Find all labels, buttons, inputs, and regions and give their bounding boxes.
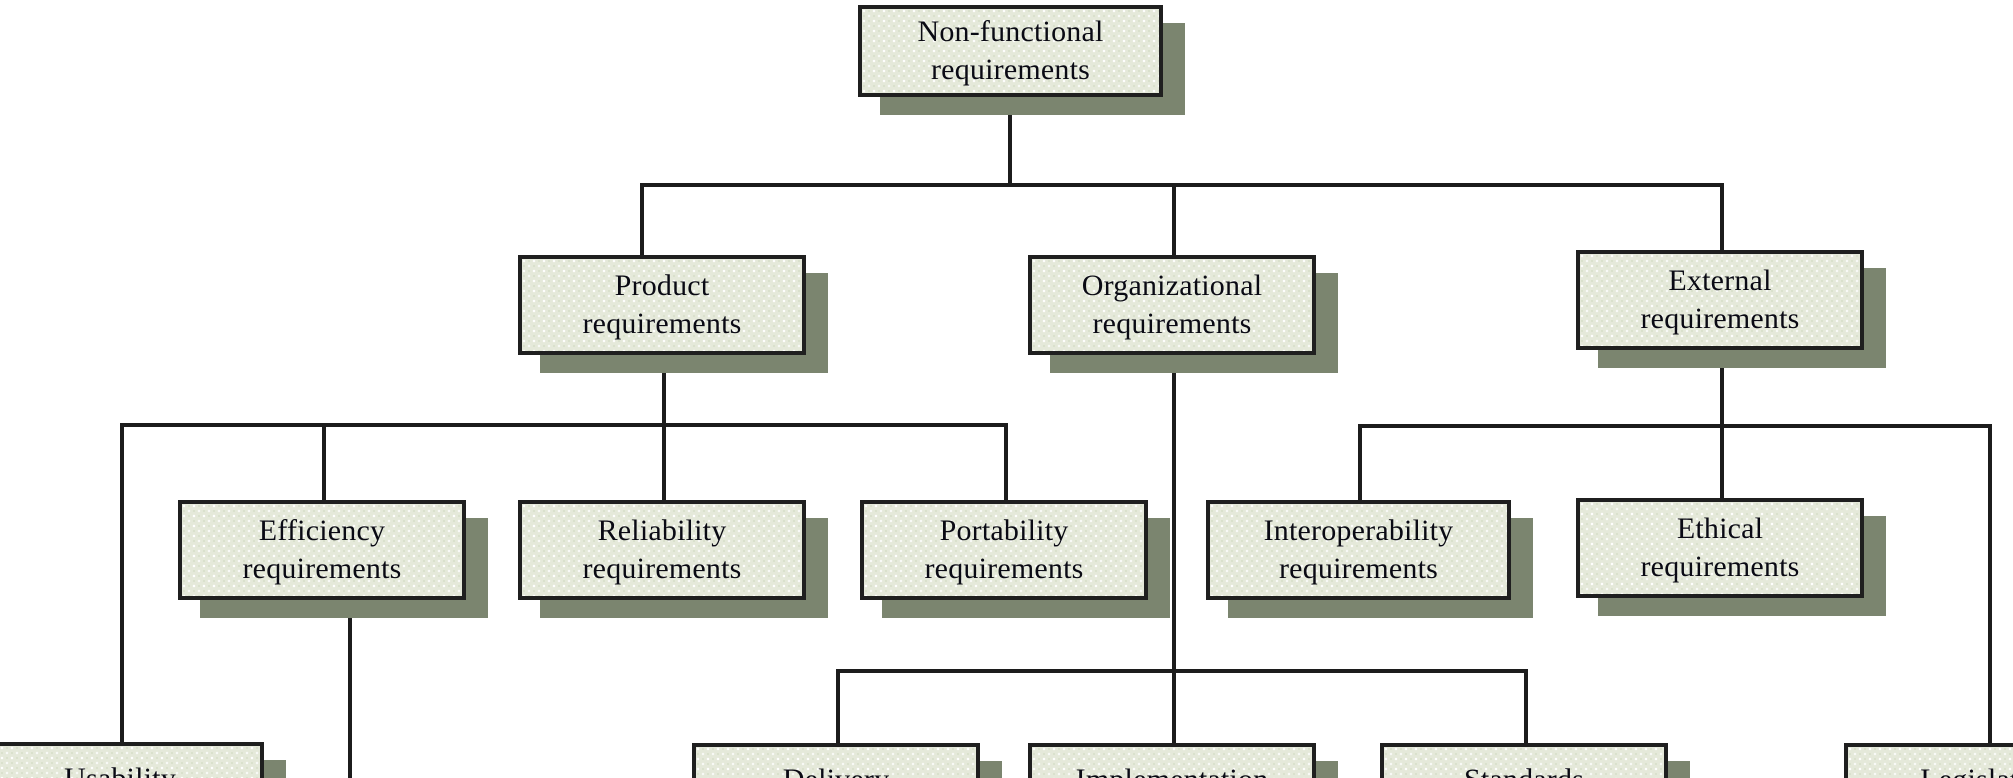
node-label-line1: Legislative bbox=[1920, 761, 2013, 778]
node-label-line1: Usability bbox=[64, 760, 176, 778]
node-label-line1: Delivery bbox=[783, 761, 890, 778]
node-box: Product requirements bbox=[518, 255, 806, 355]
node-label-line1: Reliability bbox=[597, 513, 727, 547]
node-label-line2: requirements bbox=[1640, 550, 1800, 583]
node-box: Ethical requirements bbox=[1576, 498, 1864, 598]
node-label-line2: requirements bbox=[582, 307, 742, 340]
node-label-line2: requirements bbox=[1640, 302, 1800, 335]
node-label-line1: Non-functional bbox=[917, 14, 1104, 48]
edge-external-to-interoperability bbox=[1358, 424, 1362, 501]
node-box: Efficiency requirements bbox=[178, 500, 466, 600]
node-organizational-requirements[interactable]: Organizational requirements bbox=[1028, 255, 1338, 373]
edge-product-stem bbox=[662, 355, 666, 425]
node-label-line2: requirements bbox=[242, 552, 402, 585]
node-ethical-requirements[interactable]: Ethical requirements bbox=[1576, 498, 1886, 616]
node-non-functional-requirements[interactable]: Non-functional requirements bbox=[858, 5, 1185, 115]
edge-product-to-reliability bbox=[662, 423, 666, 501]
edge-external-to-legislative bbox=[1988, 424, 1992, 743]
node-efficiency-requirements[interactable]: Efficiency requirements bbox=[178, 500, 488, 618]
node-label-line1: Interoperability bbox=[1263, 513, 1454, 547]
node-usability[interactable]: Usability bbox=[0, 742, 286, 778]
node-box: Portability requirements bbox=[860, 500, 1148, 600]
node-box: Non-functional requirements bbox=[858, 5, 1163, 97]
node-label-line1: Implementation bbox=[1076, 761, 1269, 778]
edge-external-to-ethical bbox=[1720, 424, 1724, 501]
node-box: Implementation bbox=[1028, 743, 1316, 778]
node-box: External requirements bbox=[1576, 250, 1864, 350]
edge-product-to-usability bbox=[120, 423, 124, 743]
node-label-line1: Ethical bbox=[1676, 511, 1764, 545]
node-standards[interactable]: Standards bbox=[1380, 743, 1690, 778]
node-label-line1: Efficiency bbox=[258, 513, 386, 547]
node-label-line2: requirements bbox=[1278, 552, 1438, 585]
edge-root-bus bbox=[640, 183, 1724, 187]
node-box: Organizational requirements bbox=[1028, 255, 1316, 355]
node-implementation[interactable]: Implementation bbox=[1028, 743, 1338, 778]
edge-root-stem bbox=[1008, 95, 1012, 185]
node-label-line1: Organizational bbox=[1081, 268, 1263, 302]
node-label-line1: Standards bbox=[1464, 761, 1584, 778]
node-reliability-requirements[interactable]: Reliability requirements bbox=[518, 500, 828, 618]
edge-organizational-bus bbox=[836, 669, 1526, 673]
node-label-line2: requirements bbox=[582, 552, 742, 585]
node-label-line1: Portability bbox=[939, 513, 1069, 547]
node-portability-requirements[interactable]: Portability requirements bbox=[860, 500, 1170, 618]
node-label-line1: External bbox=[1668, 263, 1772, 297]
edge-root-to-organizational bbox=[1172, 183, 1176, 257]
node-external-requirements[interactable]: External requirements bbox=[1576, 250, 1886, 368]
node-label-line1: Product bbox=[614, 268, 710, 302]
node-label-line2: requirements bbox=[924, 552, 1084, 585]
edge-root-to-external bbox=[1720, 183, 1724, 257]
edge-external-stem bbox=[1720, 355, 1724, 426]
edge-root-to-product bbox=[640, 183, 644, 257]
edge-efficiency-stem bbox=[348, 600, 352, 778]
node-box: Delivery bbox=[692, 743, 980, 778]
edge-product-bus bbox=[120, 423, 1008, 427]
edge-product-to-portability bbox=[1004, 423, 1008, 501]
edge-organizational-to-delivery bbox=[836, 669, 840, 743]
node-delivery[interactable]: Delivery bbox=[692, 743, 1002, 778]
edge-organizational-to-implementation bbox=[1172, 669, 1176, 743]
node-product-requirements[interactable]: Product requirements bbox=[518, 255, 828, 373]
node-label-line2: requirements bbox=[1092, 307, 1252, 340]
node-box: Usability bbox=[0, 742, 264, 778]
edge-organizational-to-standards bbox=[1524, 669, 1528, 743]
node-label-line2: requirements bbox=[930, 53, 1090, 86]
node-legislative[interactable]: Legislative bbox=[1844, 743, 2013, 778]
node-interoperability-requirements[interactable]: Interoperability requirements bbox=[1206, 500, 1533, 618]
edge-organizational-stem bbox=[1172, 355, 1176, 671]
node-box: Standards bbox=[1380, 743, 1668, 778]
edge-external-bus bbox=[1358, 424, 1992, 428]
node-box: Legislative bbox=[1844, 743, 2013, 778]
node-box: Interoperability requirements bbox=[1206, 500, 1511, 600]
node-box: Reliability requirements bbox=[518, 500, 806, 600]
edge-product-to-efficiency bbox=[322, 423, 326, 501]
